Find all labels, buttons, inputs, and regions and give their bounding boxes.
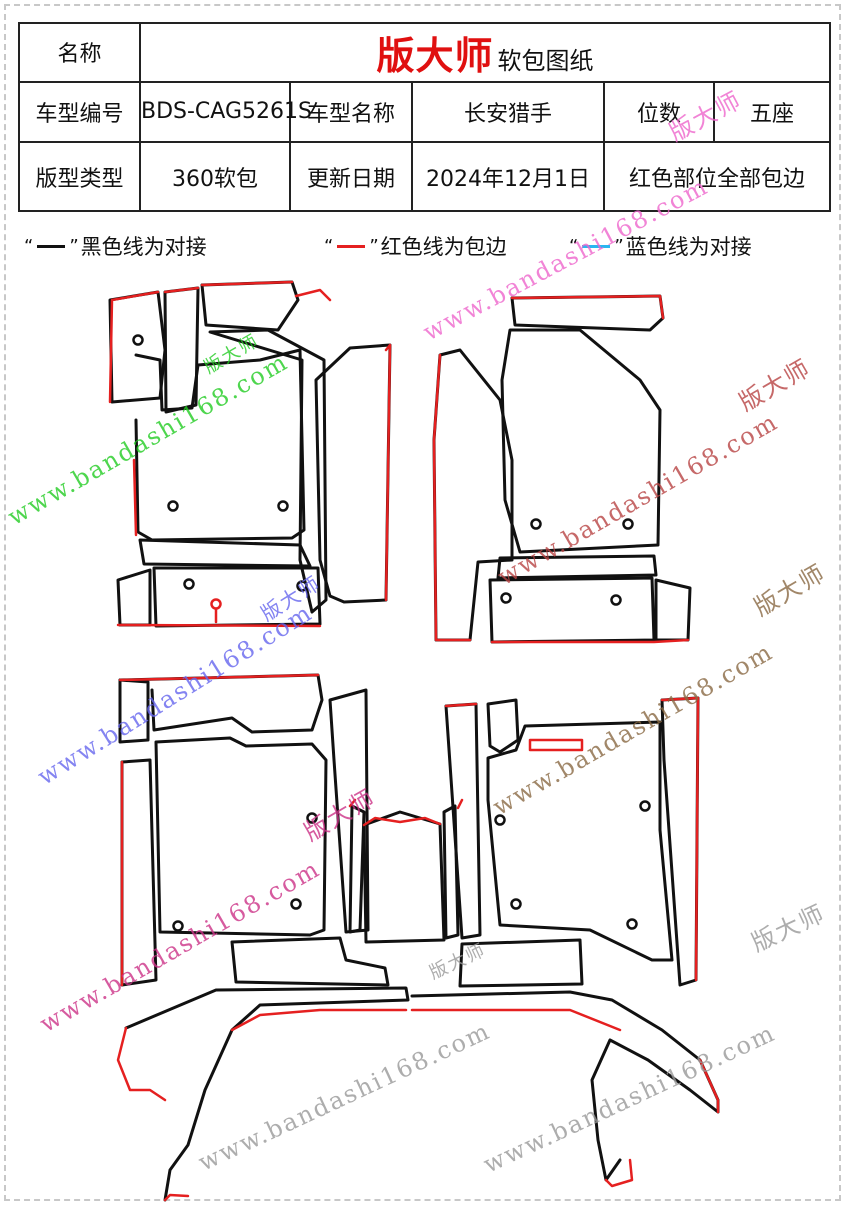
model-code-label: 车型编号 xyxy=(18,80,141,144)
seats-label: 位数 xyxy=(603,80,715,144)
rear-center-right-strip xyxy=(442,804,460,940)
rear-left-arch-red xyxy=(163,1008,408,1202)
rear-center-hump xyxy=(362,810,446,944)
update-date-label: 更新日期 xyxy=(289,141,413,212)
front-left-main-piece xyxy=(134,348,306,542)
red-fixing-hole-group xyxy=(210,598,222,624)
red-edge-lines xyxy=(108,280,720,1202)
fixing-hole xyxy=(494,814,506,826)
front-right-side-strip xyxy=(432,348,514,642)
name-label: 名称 xyxy=(18,22,141,83)
rear-right-outer-strip xyxy=(660,696,700,987)
rear-left-top-piece xyxy=(118,673,324,734)
legend-red: “” 红色线为包边 xyxy=(322,231,567,261)
fixing-hole xyxy=(626,918,638,930)
front-left-bottom-strip xyxy=(138,538,312,568)
front-left-heel-piece xyxy=(108,290,167,404)
front-right-upper-piece xyxy=(510,294,665,332)
model-name-value: 长安猎手 xyxy=(411,80,605,144)
rear-right-tunnel xyxy=(444,702,482,940)
red-line-swatch xyxy=(337,244,366,248)
rear-left-strip xyxy=(154,736,328,937)
spec-table: 名称 版大师软包图纸 车型编号 BDS-CAG5261S 车型名称 长安猎手 位… xyxy=(18,22,832,212)
rear-right-arch-red xyxy=(410,1008,720,1188)
fixing-hole xyxy=(306,812,318,824)
front-left-outer-red xyxy=(116,343,392,628)
rear-right-main-piece xyxy=(486,720,674,962)
front-left-red-edge xyxy=(108,280,332,537)
style-type-label: 版型类型 xyxy=(18,141,141,212)
edging-note: 红色部位全部包边 xyxy=(602,141,832,212)
front-right-bottom-strip xyxy=(496,554,658,580)
fixing-hole xyxy=(172,920,184,932)
legend-black: “” 黑色线为对接 xyxy=(22,231,322,261)
rear-center-left-strip xyxy=(348,804,366,934)
rear-right-red-edge xyxy=(444,696,700,982)
front-left-pedal-piece xyxy=(200,280,300,332)
fixing-hole xyxy=(290,898,302,910)
style-type-value: 360软包 xyxy=(139,141,291,212)
fixing-hole xyxy=(167,500,179,512)
fixing-hole xyxy=(296,580,308,592)
black-line-swatch xyxy=(37,244,66,248)
rear-center-red-edge xyxy=(348,798,464,827)
fixing-holes xyxy=(132,334,651,932)
rear-left-top-small xyxy=(118,678,150,744)
update-date-value: 2024年12月1日 xyxy=(411,141,605,212)
fixing-hole xyxy=(183,578,195,590)
rear-right-tunnel-2 xyxy=(486,698,520,754)
rear-left-kick-panel xyxy=(230,936,390,987)
fixing-hole xyxy=(530,518,542,530)
legend-black-text: 黑色线为对接 xyxy=(80,235,207,259)
brand-title: 版大师 xyxy=(376,33,494,78)
red-fixing-hole xyxy=(210,598,222,610)
fixing-hole xyxy=(500,592,512,604)
blue-line-swatch xyxy=(582,244,611,248)
doc-title-cell: 版大师软包图纸 xyxy=(138,22,832,83)
legend-red-text: 红色线为包边 xyxy=(380,235,507,259)
page-border xyxy=(4,4,841,1201)
fixing-hole xyxy=(622,518,634,530)
front-left-side-strip xyxy=(314,343,392,604)
fixing-hole xyxy=(277,500,289,512)
fixing-hole xyxy=(610,594,622,606)
rear-right-kick-panel xyxy=(458,938,584,988)
front-left-bottom-small xyxy=(116,568,152,627)
rear-left-arch-piece xyxy=(124,986,410,1202)
front-right-red-edge xyxy=(432,294,690,644)
fixing-hole xyxy=(639,800,651,812)
legend-blue-text: 蓝色线为对接 xyxy=(625,235,752,259)
seats-value: 五座 xyxy=(712,80,832,144)
rear-left-red-edge xyxy=(116,673,320,1102)
fixing-hole xyxy=(132,334,144,346)
model-code-value: BDS-CAG5261S xyxy=(139,80,312,144)
line-legend: “” 黑色线为对接 “” 红色线为包边 “” 蓝色线为对接 xyxy=(22,230,822,262)
front-left-bottom-piece xyxy=(152,566,322,628)
fixing-hole xyxy=(510,898,522,910)
front-right-bottom-small xyxy=(654,578,692,642)
model-name-label: 车型名称 xyxy=(289,80,413,144)
legend-blue: “” 蓝色线为对接 xyxy=(567,231,752,261)
front-right-bottom-piece xyxy=(488,576,656,644)
rear-right-arch-piece xyxy=(410,990,720,1182)
doc-title: 软包图纸 xyxy=(497,46,594,75)
